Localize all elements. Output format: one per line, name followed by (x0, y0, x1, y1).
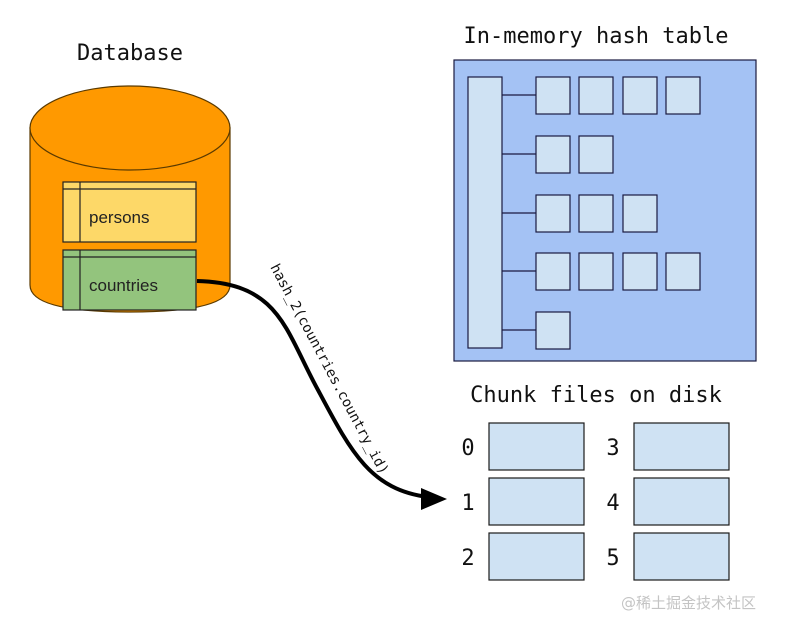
hash-entry (622, 252, 658, 291)
arrow-head-icon (421, 488, 447, 510)
hash-entry (665, 252, 701, 291)
hash-table-title: In-memory hash table (464, 24, 729, 49)
hash-entry (535, 311, 571, 350)
chunk-file-box (488, 532, 585, 581)
hash-entry (578, 194, 614, 233)
hash-entry (578, 76, 614, 115)
chunk-file-label: 5 (606, 546, 619, 571)
chunk-file-label: 1 (461, 491, 474, 516)
chunk-file-box (633, 422, 730, 471)
chunk-file-5[interactable]: 5 (606, 532, 730, 581)
table-countries-box (62, 249, 197, 311)
table-persons-box (62, 181, 197, 243)
hash-entry (578, 135, 614, 174)
hash-entry (622, 194, 658, 233)
hash-entry (535, 135, 571, 174)
table-countries-label: countries (89, 276, 158, 295)
arrow-label: hash_2(countries.country_id) (266, 261, 391, 477)
chunk-file-1[interactable]: 1 (461, 477, 585, 526)
hash-entry (578, 252, 614, 291)
watermark: @稀土掘金技术社区 (621, 594, 757, 612)
hash-entry (535, 76, 571, 115)
arrow-curve (196, 279, 429, 499)
chunk-file-box (488, 422, 585, 471)
hash-arrow: hash_2(countries.country_id) (196, 261, 447, 510)
chunk-file-label: 0 (461, 436, 474, 461)
hash-entry (535, 194, 571, 233)
chunk-file-box (488, 477, 585, 526)
hash-table (453, 59, 757, 362)
table-persons[interactable]: persons (62, 181, 197, 243)
chunk-file-2[interactable]: 2 (461, 532, 585, 581)
chunk-files: 0 1 2 3 4 5 (461, 422, 730, 581)
hash-entry (665, 76, 701, 115)
chunk-file-box (633, 532, 730, 581)
cylinder-top (29, 85, 231, 171)
chunk-file-3[interactable]: 3 (606, 422, 730, 471)
table-persons-label: persons (89, 208, 149, 227)
chunks-title: Chunk files on disk (470, 383, 722, 408)
chunk-file-4[interactable]: 4 (606, 477, 730, 526)
chunk-file-label: 3 (606, 436, 619, 461)
hash-entry (622, 76, 658, 115)
chunk-file-label: 2 (461, 546, 474, 571)
chunk-file-box (633, 477, 730, 526)
table-countries[interactable]: countries (62, 249, 197, 311)
chunk-file-label: 4 (606, 491, 619, 516)
database-title: Database (77, 41, 183, 66)
chunk-file-0[interactable]: 0 (461, 422, 585, 471)
bucket-array (467, 76, 503, 349)
hash-entry (535, 252, 571, 291)
